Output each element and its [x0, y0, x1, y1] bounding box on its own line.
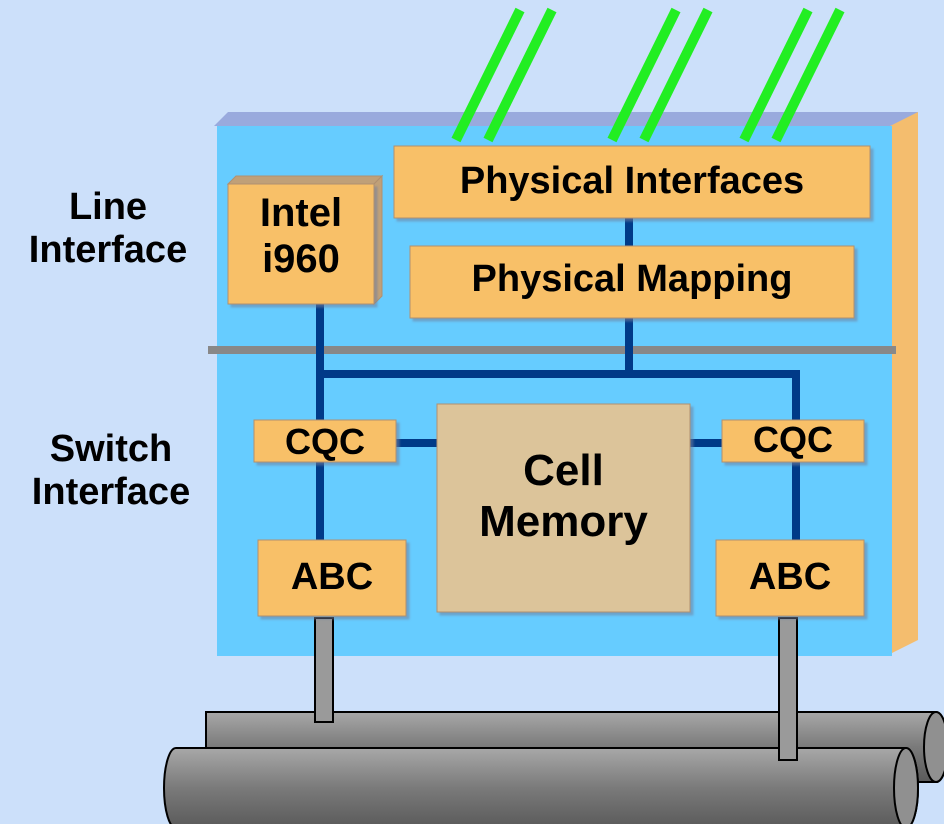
component-blocks — [226, 145, 871, 617]
board-side-edge — [890, 112, 918, 654]
cell-memory-block — [436, 403, 691, 613]
stub-right — [778, 617, 798, 761]
line-interface-line2: Interface — [28, 228, 188, 271]
line-cable — [483, 7, 557, 143]
cell-memory-line1: Cell — [523, 446, 604, 495]
line-cable — [771, 7, 845, 143]
abc-left-label: ABC — [290, 556, 374, 598]
abc-right-block — [715, 539, 865, 617]
front-pipe — [163, 747, 919, 824]
abc-right-label: ABC — [748, 556, 832, 598]
switch-fabric-pipes — [163, 617, 944, 824]
intel-label-line2: i960 — [262, 237, 340, 281]
line-cable — [639, 7, 713, 143]
switch-interface-line2: Interface — [31, 470, 191, 513]
cqc-right-block — [721, 419, 865, 463]
bus-lines — [316, 218, 800, 540]
line-switch-divider — [208, 346, 896, 354]
stub-left — [314, 617, 334, 723]
physical-interfaces-label: Physical Interfaces — [459, 160, 805, 202]
physical-mapping-label: Physical Mapping — [471, 258, 793, 300]
cqc-left-label: CQC — [285, 421, 365, 462]
bus-line — [320, 370, 800, 420]
switch-interface-label: Switch Interface — [0, 428, 222, 513]
line-cable — [451, 7, 525, 143]
switch-interface-line1: Switch — [49, 428, 173, 470]
intel-i960-block — [226, 174, 384, 306]
back-pipe-end — [923, 711, 944, 783]
abc-left-block — [257, 539, 407, 617]
cell-memory-line2: Memory — [479, 496, 648, 546]
cqc-left-block — [253, 419, 397, 463]
line-interface-line1: Line — [68, 186, 148, 228]
intel-label-line1: Intel — [259, 191, 343, 235]
line-interface-label: Line Interface — [0, 186, 216, 271]
cell-memory-label: Cell Memory — [437, 446, 690, 547]
line-cables — [451, 7, 845, 143]
cqc-right-label: CQC — [753, 419, 833, 460]
physical-interfaces-block — [393, 145, 871, 219]
line-cable — [607, 7, 681, 143]
line-cable — [739, 7, 813, 143]
board-top-edge — [214, 112, 918, 126]
front-pipe-end — [893, 747, 919, 824]
intel-i960-label: Intel i960 — [228, 190, 374, 282]
physical-mapping-block — [409, 245, 855, 319]
